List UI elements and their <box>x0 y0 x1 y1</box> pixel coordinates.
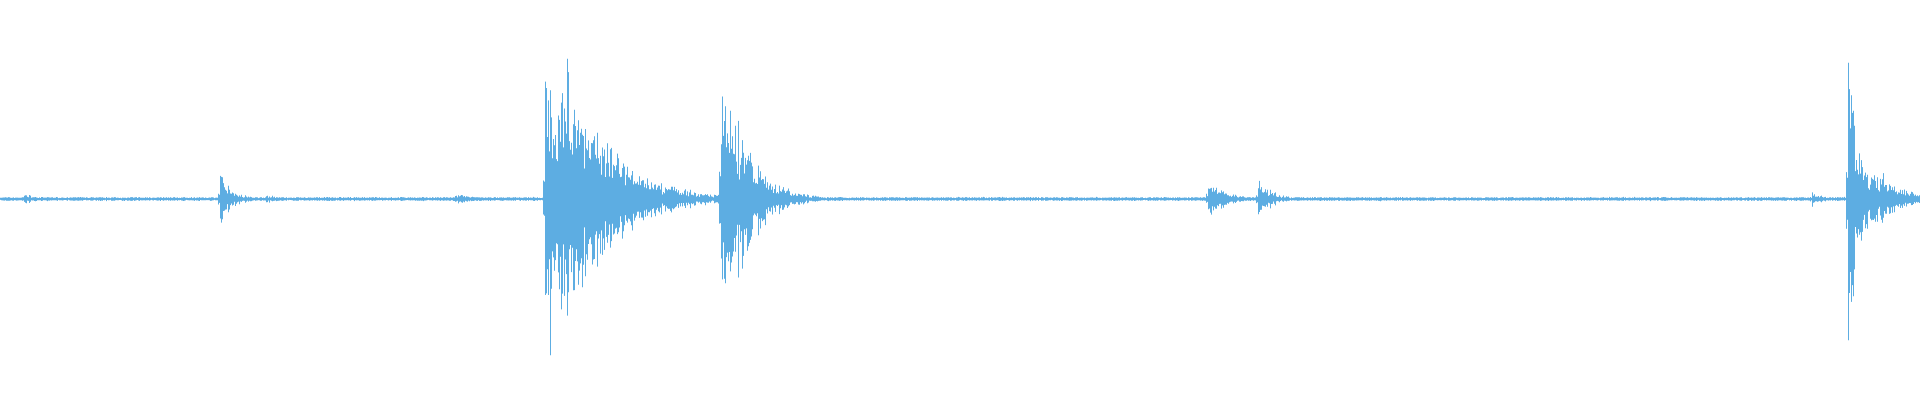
waveform-trace <box>0 58 1920 356</box>
